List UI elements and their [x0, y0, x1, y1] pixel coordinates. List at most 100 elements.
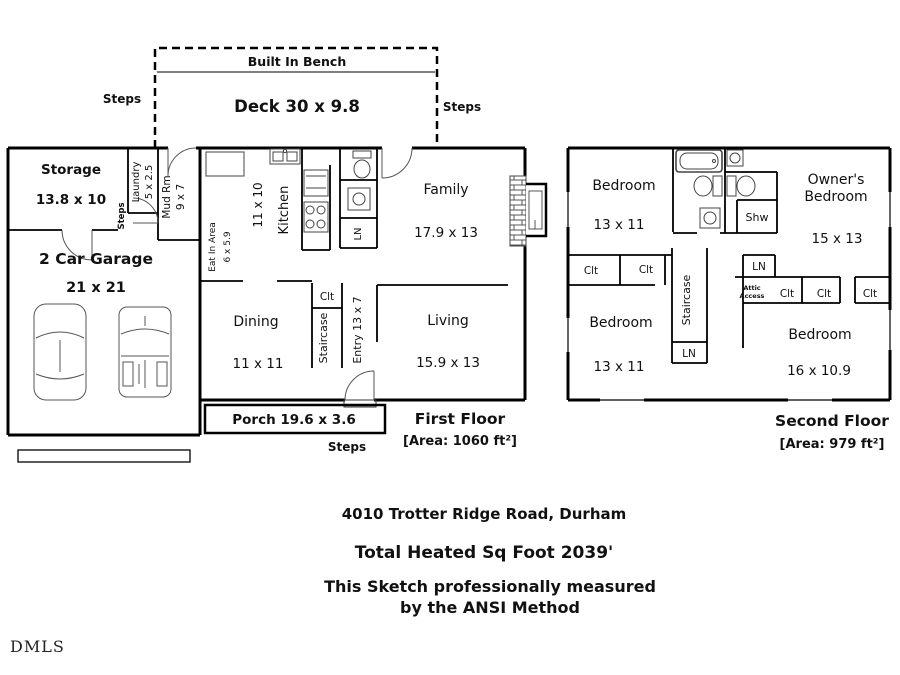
car-1-windshield [35, 331, 85, 339]
owners-sink [726, 149, 744, 167]
bathtub-inner [679, 152, 719, 170]
hall-sink [699, 207, 721, 229]
property-address: 4010 Trotter Ridge Road, Durham [342, 505, 627, 523]
door-deck-mudroom [167, 147, 197, 177]
second-floor-title: Second Floor [775, 412, 889, 430]
bathtub-drain [712, 159, 716, 163]
kitchen-name: Kitchen [277, 186, 292, 235]
staircase-sf-label: Staircase [680, 274, 693, 325]
firebox [526, 182, 548, 238]
garage-name: 2 Car Garage [39, 250, 153, 268]
laundry-name: Laundry [131, 162, 142, 203]
door-deck-family [381, 147, 413, 179]
sf-left-closet-walls [568, 255, 666, 286]
bedroom-br-dim: 16 x 10.9 [787, 363, 851, 379]
kitchen-sink-basin-left [272, 151, 284, 162]
fireplace-brick [509, 175, 527, 247]
bedroom-tl-dim: 13 x 11 [594, 217, 645, 233]
first-floor-labels: Storage 13.8 x 10 2 Car Garage 21 x 21 L… [36, 162, 517, 454]
closet-sf-row2: Clt [817, 288, 831, 300]
car-1-rear-window [35, 373, 85, 380]
fireplace [509, 175, 548, 247]
bedroom-br-name: Bedroom [788, 327, 851, 343]
dining-name: Dining [233, 314, 278, 330]
front-door-threshold [343, 399, 377, 408]
burner-1 [305, 205, 315, 215]
laundry-walls [127, 148, 158, 214]
wall-left-building [6, 148, 202, 437]
steps-right-label: Steps [443, 100, 481, 114]
powder-sink-basin [352, 192, 366, 206]
car-2-body [118, 306, 172, 398]
hall-toilet-bowl [693, 175, 713, 197]
second-floor-area: [Area: 979 ft²] [780, 437, 885, 452]
bedroom-bl-name: Bedroom [589, 315, 652, 331]
storage-name: Storage [41, 162, 101, 178]
car-2 [118, 306, 172, 398]
total-heated-sqft: Total Heated Sq Foot 2039' [355, 543, 614, 563]
owners-toilet-tank [726, 175, 737, 197]
steps-left-label: Steps [103, 92, 141, 106]
hall-toilet-tank [712, 175, 723, 197]
hall-sink-basin [703, 211, 717, 225]
car-2-bed-right [156, 361, 168, 387]
sf-staircase-walls [671, 248, 708, 364]
measured-statement-line2: by the ANSI Method [400, 598, 580, 617]
owners-bedroom-line1: Owner's [808, 172, 865, 188]
mudrm-name: Mud Rm [161, 175, 173, 218]
attic-access-line1: Attic [743, 284, 760, 292]
bedroom-bl-dim: 13 x 11 [594, 359, 645, 375]
first-floor-area: [Area: 1060 ft²] [403, 434, 517, 449]
kitchen-faucet [282, 148, 288, 154]
refrigerator [205, 151, 245, 177]
built-in-bench-label: Built In Bench [248, 54, 346, 69]
eatin-name: Eat In Area [208, 222, 218, 272]
closet-ff-label: Clt [320, 291, 334, 303]
measured-statement-line1: This Sketch professionally measured [324, 577, 656, 596]
linen-stair-label: LN [682, 348, 696, 360]
entry-label: Entry 13 x 7 [351, 296, 364, 363]
porch-outline [203, 403, 387, 435]
car-2-windshield [120, 328, 170, 335]
steps-garage-label: Steps [117, 202, 127, 229]
burner-2 [316, 205, 326, 215]
sf-hall-linen-walls [742, 254, 776, 348]
closet-sf-left2: Clt [639, 264, 653, 276]
living-dim: 15.9 x 13 [416, 355, 480, 371]
bedroom-tl-name: Bedroom [592, 178, 655, 194]
toilet-tank [352, 150, 372, 159]
deck: Built In Bench Deck 30 x 9.8 Steps Steps [103, 46, 481, 148]
kitchen-counter-walls [301, 148, 331, 251]
footer-text: 4010 Trotter Ridge Road, Durham Total He… [10, 505, 656, 656]
closet-sf-row3: Clt [863, 288, 877, 300]
sf-bath-divider-walls [724, 148, 778, 233]
dining-dim: 11 x 11 [233, 356, 284, 372]
mudrm-dim: 9 x 7 [175, 184, 187, 210]
kitchen-fixtures [205, 148, 329, 233]
burner-3 [305, 219, 315, 229]
closet-sf-left1: Clt [584, 265, 598, 277]
powder-room-walls [339, 148, 378, 249]
bathtub [675, 149, 723, 173]
kitchen-dim: 11 x 10 [251, 182, 265, 227]
kitchen-sink-basin-right [286, 151, 298, 162]
powder-sink [347, 187, 371, 211]
firebox-grate [531, 220, 539, 230]
second-floor-interior-walls [568, 148, 890, 364]
front-door [344, 370, 375, 401]
deck-size-label: Deck 30 x 9.8 [234, 97, 360, 116]
laundry-dim: 5 x 2.5 [144, 165, 155, 200]
second-floor-windows [567, 192, 891, 401]
dishwasher [303, 169, 329, 197]
steps-porch-label: Steps [328, 440, 366, 454]
porch-label: Porch 19.6 x 3.6 [232, 412, 355, 428]
owners-toilet-bowl [736, 175, 756, 197]
mudroom-walls [157, 148, 200, 241]
deck-outline [153, 46, 439, 148]
owners-bedroom-dim: 15 x 13 [812, 231, 863, 247]
family-name: Family [423, 182, 468, 198]
shower-label: Shw [746, 211, 769, 224]
garage-dim: 21 x 21 [66, 280, 126, 296]
